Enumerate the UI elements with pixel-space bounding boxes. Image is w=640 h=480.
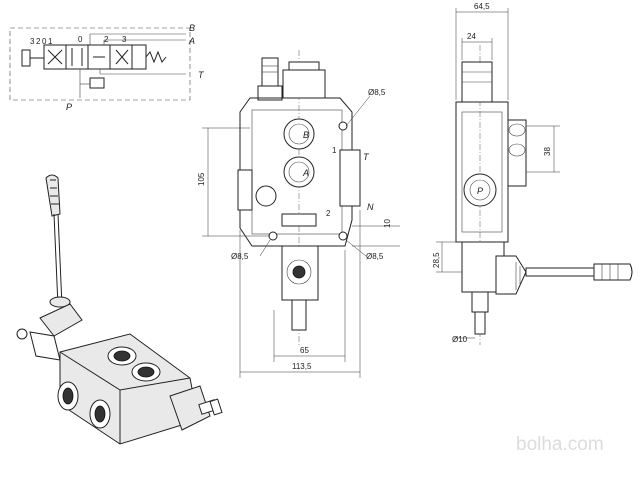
front-label-a: A	[302, 168, 309, 178]
position-label: 0	[42, 37, 47, 46]
spool-box-2	[65, 44, 89, 70]
dim-phi-bottom: Ø10	[452, 335, 468, 344]
watermark: bolha.com	[516, 434, 604, 455]
position-label: 3	[30, 37, 35, 46]
front-label-n: N	[367, 202, 374, 212]
front-label-b: B	[303, 130, 309, 140]
side-right-boss	[507, 119, 527, 187]
mount-hole	[268, 231, 278, 241]
side-port-p	[463, 173, 497, 207]
mount-hole	[338, 231, 348, 241]
side-lever-grip	[593, 263, 633, 281]
front-label-1: 1	[332, 146, 337, 155]
spool-box-end	[131, 44, 147, 70]
dim-w24: 24	[467, 32, 476, 41]
front-label-t: T	[363, 152, 370, 162]
position-label: 3	[122, 35, 127, 44]
dim-h28: 28,5	[432, 252, 441, 268]
dim-width-64: 64,5	[474, 2, 490, 11]
valve-body-front	[239, 97, 353, 247]
position-label: 1	[48, 37, 53, 46]
position-label: 0	[78, 35, 83, 44]
port-label-a: A	[188, 36, 195, 46]
dim-height-105: 105	[197, 172, 206, 186]
port-b-front	[283, 118, 315, 150]
spool-box-1	[109, 44, 133, 70]
dim-width-65: 65	[300, 346, 309, 355]
side-view: 64,5 24 38 28,5 Ø10 P	[432, 2, 633, 345]
end-cap	[169, 385, 211, 431]
spool-end	[291, 299, 307, 331]
front-view: 105 Ø8,5 Ø8,5 Ø8,5 10 65 113,5 B A T N 1…	[197, 50, 400, 378]
lever-boot	[495, 255, 527, 295]
relief-valve-symbol	[89, 77, 105, 89]
lever-pivot	[49, 296, 71, 308]
position-label: 2	[104, 35, 109, 44]
schematic-boundary	[9, 27, 191, 101]
isometric-view	[16, 174, 223, 445]
dim-phi-top: Ø8,5	[368, 88, 386, 97]
dim-h38: 38	[543, 147, 552, 156]
front-label-2: 2	[326, 209, 331, 218]
side-lever-rod	[525, 267, 595, 277]
nameplate	[281, 213, 317, 227]
port-label-b: B	[189, 23, 195, 33]
position-label: 2	[36, 37, 41, 46]
left-boss	[237, 169, 253, 211]
side-spool-end	[474, 311, 486, 335]
hydraulic-schematic: 3 2 0 1 0 2 3 B A T P	[9, 23, 205, 112]
lever-symbol	[21, 49, 31, 67]
dim-phi-right: Ø8,5	[366, 252, 384, 261]
port-a-front	[283, 156, 315, 188]
dim-ten: 10	[383, 219, 392, 228]
dim-width-113: 113,5	[292, 362, 312, 371]
port-label-t: T	[198, 70, 205, 80]
mount-hole	[338, 121, 348, 131]
side-label-p: P	[477, 186, 483, 196]
right-boss	[339, 149, 361, 207]
side-body	[455, 101, 509, 243]
port-label-p: P	[66, 102, 72, 112]
lever-housing	[39, 303, 83, 337]
